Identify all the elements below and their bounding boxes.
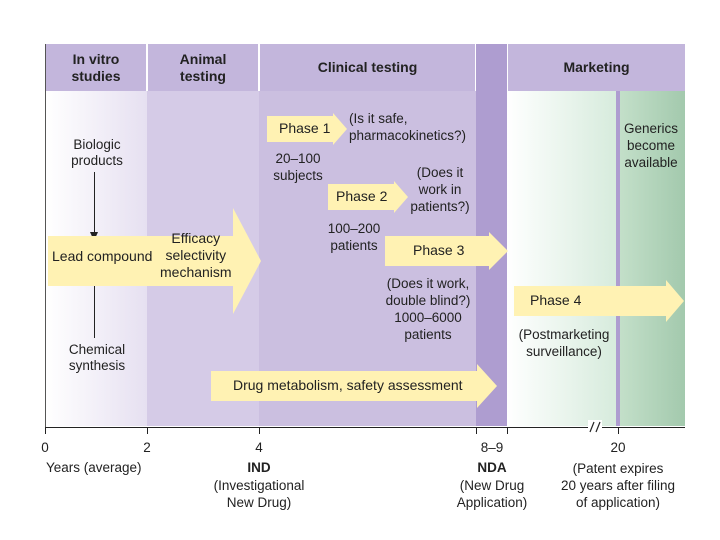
phase4-arrow-shape bbox=[514, 280, 684, 322]
header-clinical-testing: Clinical testing bbox=[260, 44, 475, 91]
tick-8-9b bbox=[507, 428, 508, 434]
phase2-label: Phase 2 bbox=[336, 188, 388, 204]
phase1-subjects: 20–100 subjects bbox=[273, 151, 323, 183]
left-border bbox=[45, 44, 46, 428]
tick-20 bbox=[618, 428, 619, 434]
chemical-synthesis: Chemical synthesis bbox=[68, 342, 126, 373]
ind-label: IND bbox=[247, 460, 271, 475]
axis-years-label: Years (average) bbox=[46, 460, 142, 475]
lead-arrow-shape bbox=[48, 208, 261, 314]
generics-region bbox=[618, 91, 685, 426]
phase2-subjects: 100–200 patients bbox=[327, 221, 381, 253]
header-in-vitro: In vitro studies bbox=[46, 44, 146, 91]
lead-compound-label: Lead compound bbox=[52, 248, 153, 264]
phase2-arrow: Phase 2 bbox=[328, 181, 408, 213]
phase2-note: (Does it work in patients?) bbox=[410, 165, 470, 214]
marketing-region bbox=[507, 91, 618, 426]
nda-label: NDA bbox=[477, 460, 507, 475]
phase3-arrow: Phase 3 bbox=[385, 232, 508, 270]
tick-8-9 bbox=[476, 428, 477, 434]
generics-note: Generics become available bbox=[623, 121, 679, 170]
metabolism-arrow: Drug metabolism, safety assessment bbox=[211, 364, 497, 408]
phase3-label: Phase 3 bbox=[413, 242, 465, 258]
arrow-down-biologic bbox=[94, 172, 95, 232]
phase2-arrow-shape bbox=[328, 181, 408, 213]
ind-description: (Investigational New Drug) bbox=[213, 478, 305, 510]
phase3-note: (Does it work, double blind?) 1000–6000 … bbox=[385, 276, 471, 342]
nda-description: (New Drug Application) bbox=[456, 478, 528, 510]
patent-description: (Patent expires 20 years after filing of… bbox=[560, 461, 676, 510]
header-animal-testing: Animal testing bbox=[148, 44, 258, 91]
phase4-label: Phase 4 bbox=[530, 292, 582, 308]
header-in-vitro-label: In vitro studies bbox=[71, 50, 121, 84]
tick-0 bbox=[45, 428, 46, 434]
generics-divider bbox=[616, 91, 620, 426]
axis-label-20: 20 bbox=[610, 440, 626, 455]
header-clinical-label: Clinical testing bbox=[317, 59, 418, 75]
header-marketing: Marketing bbox=[508, 44, 685, 91]
header-animal-label: Animal testing bbox=[179, 50, 227, 84]
biologic-products: Biologic products bbox=[71, 137, 123, 168]
axis-label-0: 0 bbox=[41, 440, 49, 455]
arrow-up-chemical bbox=[94, 276, 95, 338]
tick-4 bbox=[259, 428, 260, 434]
lead-compound-arrow: Lead compound Efficacy selectivity mecha… bbox=[48, 208, 261, 314]
axis-break-shape bbox=[589, 421, 601, 433]
phase1-arrow-shape bbox=[267, 113, 347, 145]
efficacy-label: Efficacy selectivity mechanism bbox=[160, 230, 232, 280]
phase4-note: (Postmarketing surveillance) bbox=[518, 327, 610, 359]
time-axis bbox=[45, 427, 685, 428]
axis-break bbox=[588, 420, 602, 434]
phase4-arrow: Phase 4 bbox=[514, 280, 684, 322]
phase1-note: (Is it safe, pharmacokinetics?) bbox=[349, 111, 467, 143]
tick-2 bbox=[147, 428, 148, 434]
axis-label-8-9: 8–9 bbox=[480, 440, 504, 455]
phase1-arrow: Phase 1 bbox=[267, 113, 347, 145]
header-marketing-label: Marketing bbox=[563, 59, 630, 75]
phase1-label: Phase 1 bbox=[279, 120, 331, 136]
axis-label-2: 2 bbox=[143, 440, 151, 455]
metabolism-arrow-shape bbox=[211, 364, 497, 408]
metabolism-label: Drug metabolism, safety assessment bbox=[233, 377, 463, 393]
phase3-arrow-shape bbox=[385, 232, 508, 270]
axis-label-4: 4 bbox=[255, 440, 263, 455]
